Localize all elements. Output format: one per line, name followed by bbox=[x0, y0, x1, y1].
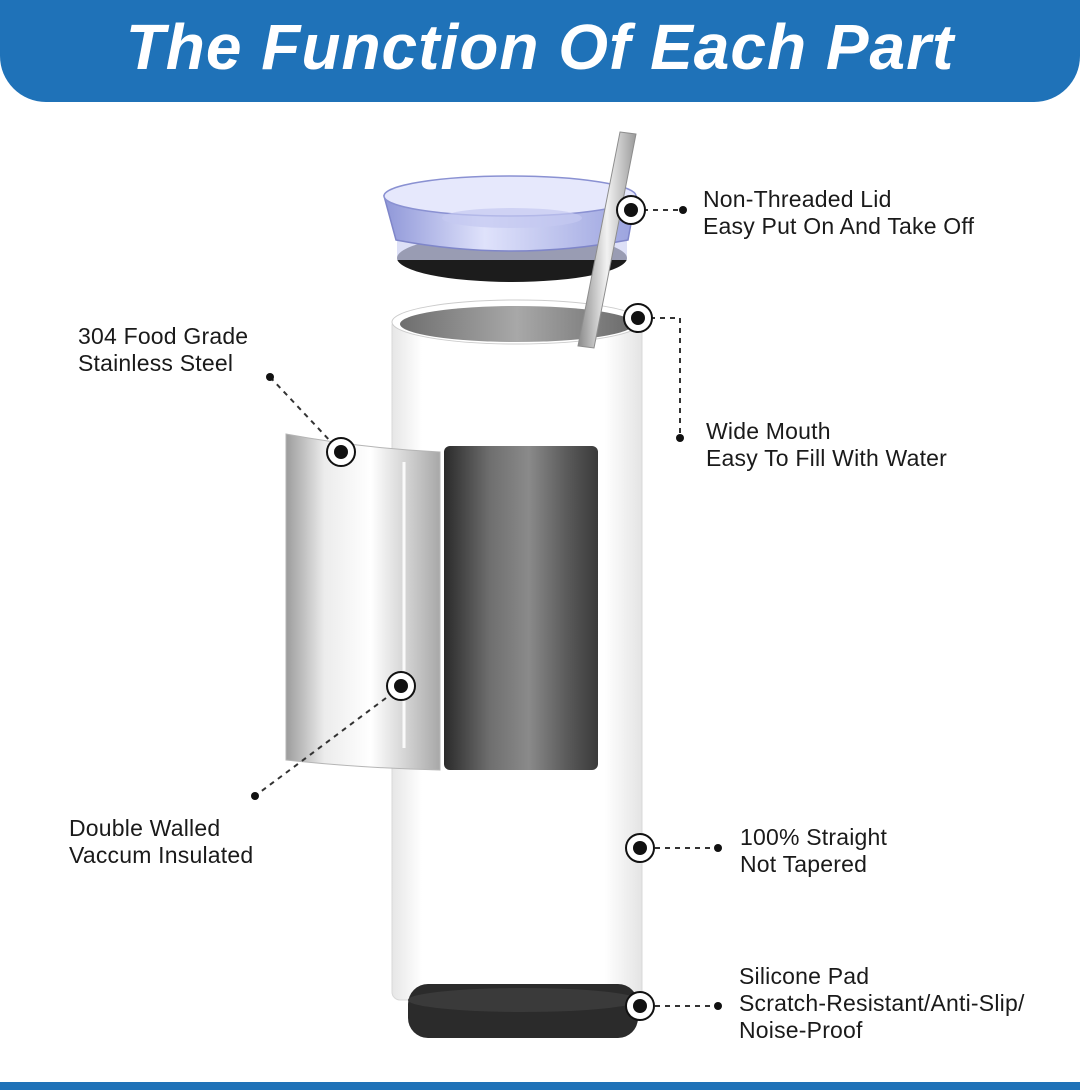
callout-straight: 100% Straight Not Tapered bbox=[740, 824, 887, 878]
lid bbox=[383, 175, 637, 282]
callout-straight-title: 100% Straight bbox=[740, 824, 888, 850]
stainless-steel-sheet bbox=[285, 433, 441, 771]
page-title: The Function Of Each Part bbox=[125, 11, 955, 83]
title-banner: The Function Of Each Part bbox=[0, 0, 1080, 102]
callout-pad-desc-1: Scratch-Resistant/Anti-Slip/ bbox=[739, 990, 1025, 1016]
callout-mouth-title: Wide Mouth bbox=[706, 418, 831, 444]
straw bbox=[577, 131, 637, 349]
callout-steel: 304 Food Grade Stainless Steel bbox=[78, 323, 248, 377]
callout-lid-title: Non-Threaded Lid bbox=[703, 186, 892, 212]
callout-insulated-title: Double Walled bbox=[69, 815, 221, 841]
insulated-leader-line bbox=[254, 697, 387, 797]
mouth-leader-line bbox=[650, 317, 681, 438]
pad-marker-icon bbox=[625, 991, 655, 1021]
callout-steel-desc: Stainless Steel bbox=[78, 350, 234, 376]
callout-mouth-desc: Easy To Fill With Water bbox=[706, 445, 948, 471]
silicone-pad bbox=[408, 984, 638, 1038]
callout-pad-desc-2: Noise-Proof bbox=[739, 1017, 863, 1043]
callout-pad: Silicone Pad Scratch-Resistant/Anti-Slip… bbox=[739, 963, 1025, 1044]
callout-lid: Non-Threaded Lid Easy Put On And Take Of… bbox=[703, 186, 974, 240]
callout-lid-desc: Easy Put On And Take Off bbox=[703, 213, 975, 239]
callout-straight-desc: Not Tapered bbox=[740, 851, 868, 877]
callout-pad-title: Silicone Pad bbox=[739, 963, 870, 989]
lid-marker-icon bbox=[616, 195, 646, 225]
inner-wall-cutaway bbox=[444, 446, 598, 770]
bottom-accent-bar bbox=[0, 1082, 1080, 1090]
steel-leader-line bbox=[269, 376, 334, 445]
straight-marker-icon bbox=[625, 833, 655, 863]
mouth-marker-icon bbox=[623, 303, 653, 333]
callout-insulated-desc: Vaccum Insulated bbox=[69, 842, 254, 868]
callout-steel-title: 304 Food Grade bbox=[78, 323, 249, 349]
steel-marker-icon bbox=[326, 437, 356, 467]
wide-mouth-opening bbox=[400, 306, 634, 342]
insulated-marker-icon bbox=[386, 671, 416, 701]
callout-insulated: Double Walled Vaccum Insulated bbox=[69, 815, 253, 869]
callout-mouth: Wide Mouth Easy To Fill With Water bbox=[706, 418, 947, 472]
